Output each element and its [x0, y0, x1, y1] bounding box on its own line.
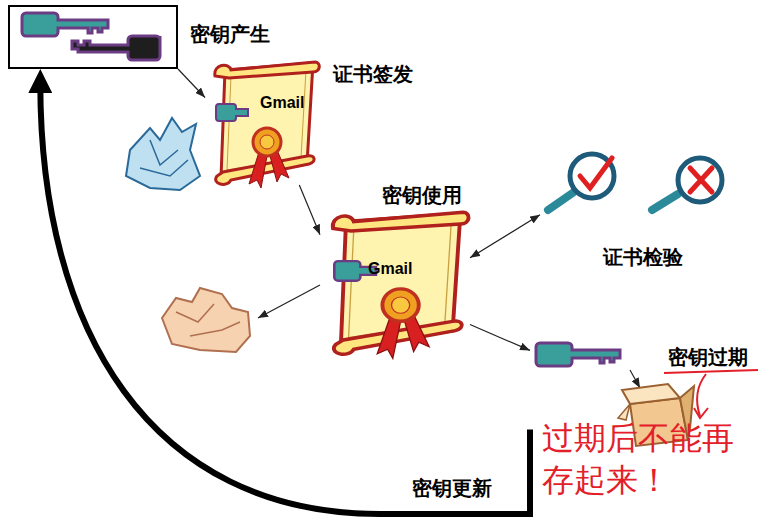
stage-label: 密钥使用	[382, 183, 462, 207]
certificate-check: 证书检验	[540, 150, 740, 270]
flow-arrow	[470, 215, 540, 258]
stage-label: 密钥过期	[668, 345, 748, 369]
stage-label: 密钥产生	[190, 22, 270, 46]
key-generation-box: 密钥产生	[8, 5, 178, 69]
stage-label: 证书检验	[603, 245, 683, 269]
edge-label: 密钥更新	[410, 476, 494, 500]
renewal-arrow	[40, 83, 530, 514]
flow-arrow	[299, 185, 320, 235]
certificate-name: Gmail	[368, 260, 412, 278]
certificate-scroll: 密钥使用Gmail	[320, 210, 470, 355]
flow-arrow	[178, 69, 205, 98]
flow-arrow	[470, 325, 530, 351]
certificate-name: Gmail	[260, 94, 304, 112]
certificate-scroll: 证书签发Gmail	[205, 60, 320, 185]
stage-label: 证书签发	[333, 62, 413, 86]
handwritten-note: 过期后不能再存起来！	[542, 418, 752, 501]
